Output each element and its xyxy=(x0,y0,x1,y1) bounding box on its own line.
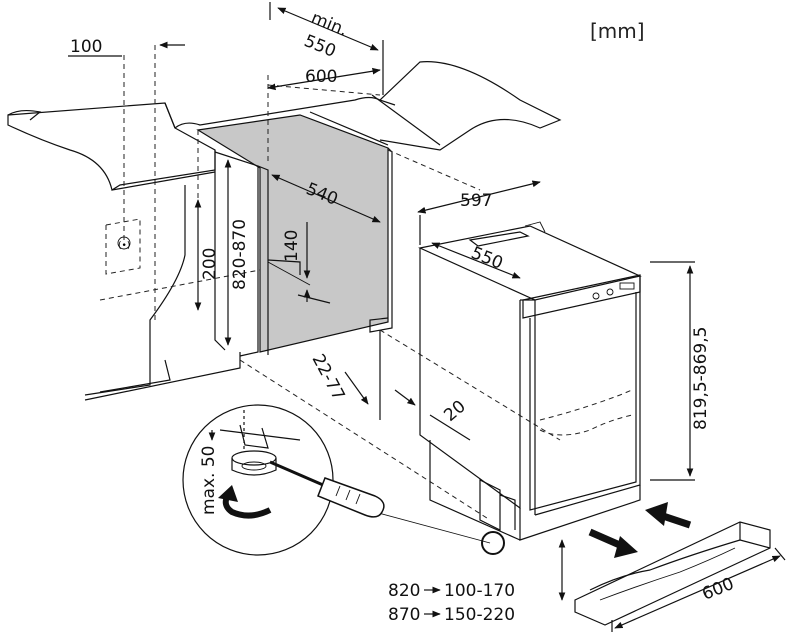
appliance xyxy=(418,221,642,541)
worktop xyxy=(7,61,562,191)
dim-20: 20 xyxy=(440,397,469,426)
foot-detail: max. 50 xyxy=(182,404,505,556)
plinth-row-2-from: 870 xyxy=(388,605,420,625)
dim-600-top: 600 xyxy=(305,67,337,87)
plinth-row-1-to: 100-170 xyxy=(444,581,515,601)
plinth-panel: 600 xyxy=(574,521,786,632)
plinth-table-row: 870 150-220 xyxy=(388,605,515,625)
plinth-table: 820 100-170 870 150-220 xyxy=(388,581,515,625)
pull-arrow-icon xyxy=(588,528,638,558)
side-cabinet: (•) xyxy=(84,150,241,401)
dim-140: 140 xyxy=(282,230,302,262)
appliance-dimensions: 597 550 819,5-869,5 20 xyxy=(394,180,711,601)
dim-550-appliance: 550 xyxy=(468,243,506,274)
plinth-table-row: 820 100-170 xyxy=(388,581,515,601)
dim-22-77: 22-77 xyxy=(308,351,349,404)
unit-label: [mm] xyxy=(590,19,645,43)
plinth-row-2-to: 150-220 xyxy=(444,605,515,625)
dim-819-869: 819,5-869,5 xyxy=(691,327,711,430)
plinth-row-1-from: 820 xyxy=(388,581,420,601)
dim-200: 200 xyxy=(200,248,220,280)
dim-max-50: max. 50 xyxy=(199,446,219,515)
dim-820-870: 820-870 xyxy=(230,219,250,290)
niche xyxy=(196,111,393,357)
rotate-arrow-icon xyxy=(222,493,272,519)
svg-text:(•): (•) xyxy=(118,241,130,251)
push-arrow-icon xyxy=(645,502,692,529)
screwdriver-icon xyxy=(269,460,385,518)
dim-100: 100 xyxy=(70,37,102,57)
dim-597: 597 xyxy=(460,191,492,211)
top-dimensions: min. 550 600 100 xyxy=(68,2,384,95)
